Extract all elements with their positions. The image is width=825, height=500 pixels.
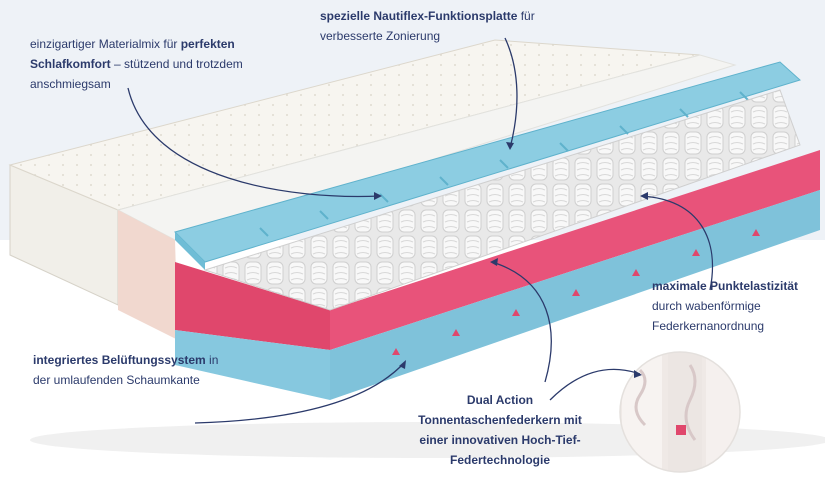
annotation-belueftung-suffix: in der umlaufenden Schaumkante bbox=[33, 353, 219, 387]
comfort-foam-side bbox=[118, 210, 178, 340]
annotation-material-prefix: einzigartiger Materialmix für bbox=[30, 37, 181, 51]
annotation-nautiflex-suffix: für verbesserte Zonierung bbox=[320, 9, 535, 43]
annotation-material-mix: einzigartiger Materialmix für perfekten … bbox=[30, 34, 290, 94]
pocket-spring-core bbox=[203, 89, 801, 311]
annotation-leader-lines bbox=[127, 37, 714, 424]
annotation-belueftung-bold: integriertes Belüftungssystem bbox=[33, 353, 206, 367]
annotation-arrowheads bbox=[374, 142, 648, 378]
annotation-punkt-suffix: durch wabenförmige Federkernanordnung bbox=[652, 299, 765, 333]
annotation-dual-action-bold: Dual Action Tonnentaschenfederkern mit e… bbox=[418, 393, 582, 467]
annotation-ventilation: integriertes Belüftungssystem in der uml… bbox=[33, 350, 233, 390]
ventilation-holes bbox=[392, 229, 760, 355]
annotation-punkt-bold: maximale Punktelastizität bbox=[652, 279, 799, 293]
nautiflex-edge bbox=[175, 232, 205, 270]
annotation-point-elasticity: maximale Punktelastizität durch wabenför… bbox=[652, 276, 822, 336]
pink-foam-side bbox=[330, 150, 820, 350]
nautiflex-grooves bbox=[259, 91, 749, 237]
annotation-nautiflex-bold: spezielle Nautiflex-Funktionsplatte bbox=[320, 9, 518, 23]
annotation-dual-action: Dual Action Tonnentaschenfederkern mit e… bbox=[410, 390, 590, 470]
annotation-nautiflex: spezielle Nautiflex-Funktionsplatte für … bbox=[320, 6, 550, 46]
annotation-material-suffix: – stützend und trotzdem anschmiegsam bbox=[30, 57, 243, 91]
pink-foam-front bbox=[175, 262, 330, 350]
base-foam-front bbox=[175, 330, 330, 400]
annotation-material-bold: perfekten Schlafkomfort bbox=[30, 37, 235, 71]
